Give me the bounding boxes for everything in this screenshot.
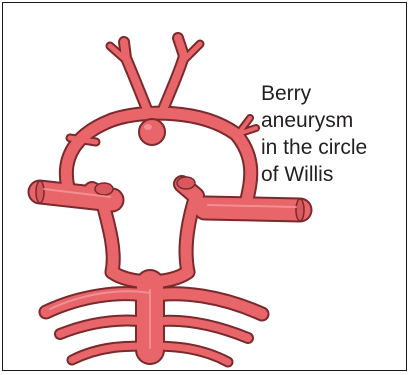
label-line: aneurysm — [261, 107, 367, 134]
label-line: of Willis — [261, 161, 367, 188]
berry-aneurysm-icon — [139, 119, 165, 145]
aneurysm-label: Berry aneurysm in the circle of Willis — [261, 80, 367, 188]
label-line: Berry — [261, 80, 367, 107]
label-line: in the circle — [261, 134, 367, 161]
